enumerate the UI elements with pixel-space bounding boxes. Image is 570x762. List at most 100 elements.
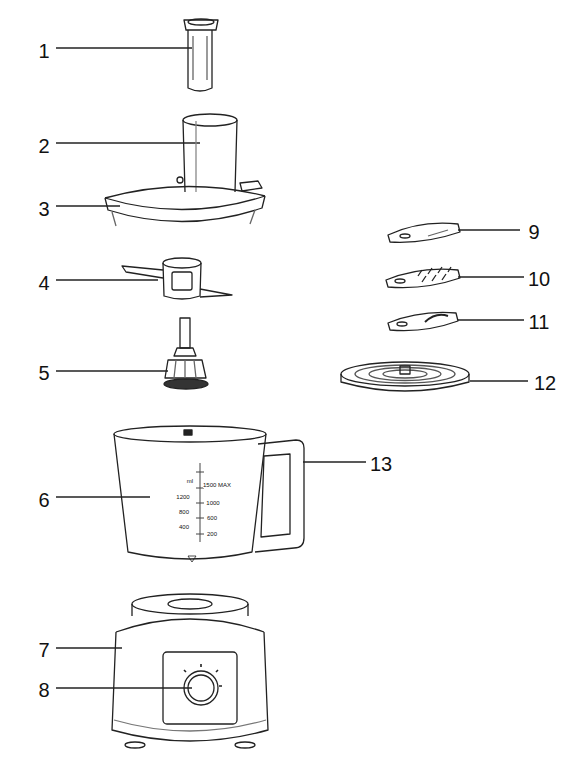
callout-number: 12 <box>534 373 556 393</box>
chopping-blade <box>163 263 201 299</box>
leader-lines <box>56 496 150 497</box>
motor-base <box>132 594 248 614</box>
callout-number: 7 <box>38 640 49 660</box>
leader-lines <box>458 229 520 230</box>
bowl <box>114 426 266 442</box>
slicing-disc <box>388 223 460 242</box>
shredding-disc <box>397 322 407 326</box>
scale-marking: 800 <box>179 509 189 515</box>
speed-dial <box>184 664 222 686</box>
callout-number: 8 <box>38 680 49 700</box>
callout-number: 3 <box>38 199 49 219</box>
chopping-blade <box>122 258 232 299</box>
speed-dial <box>188 675 214 701</box>
slicing-disc <box>400 234 410 238</box>
lid <box>105 196 265 210</box>
bowl <box>114 426 266 562</box>
scale-marking: ml <box>187 478 193 484</box>
motor-base <box>114 720 266 731</box>
chopping-blade <box>200 289 232 297</box>
pusher <box>188 30 212 91</box>
motor-base <box>163 652 237 724</box>
feed-tube <box>183 120 237 192</box>
grating-disc <box>386 269 460 287</box>
drive-coupler <box>174 348 196 356</box>
motor-base <box>235 742 255 748</box>
lid <box>177 177 183 183</box>
scale-marking: 200 <box>207 531 217 537</box>
leader-lines <box>56 370 168 371</box>
scale-marking: 400 <box>179 524 189 530</box>
shredding-disc <box>388 312 458 330</box>
bowl <box>114 434 266 559</box>
lid <box>105 177 265 226</box>
scale-marking: 1000 <box>206 500 219 506</box>
callout-number: 2 <box>38 136 49 156</box>
speed-dial <box>184 671 218 705</box>
pusher <box>188 19 214 25</box>
feed-tube <box>183 114 237 126</box>
leader-lines <box>303 461 366 462</box>
leader-lines <box>458 319 524 320</box>
drive-coupler <box>180 318 190 348</box>
scale-marking: 1200 <box>176 494 189 500</box>
feed-tube <box>183 114 237 192</box>
scale-marking: 1500 MAX <box>203 482 231 488</box>
lid <box>105 196 265 222</box>
slicing-disc <box>428 230 448 236</box>
drive-coupler <box>165 360 206 378</box>
leader-lines <box>56 279 158 280</box>
motor-base <box>168 599 212 609</box>
shredding-disc <box>425 315 448 322</box>
grating-disc <box>395 279 405 283</box>
emulsifying-disc <box>341 362 469 391</box>
bowl-handle <box>255 440 304 552</box>
slicing-disc <box>388 223 460 242</box>
motor-base <box>116 619 264 632</box>
motor-base <box>112 632 268 741</box>
chopping-blade <box>163 258 201 268</box>
pusher <box>184 20 218 30</box>
bowl-handle <box>261 454 290 537</box>
callout-number: 4 <box>38 273 49 293</box>
callout-number: 1 <box>38 41 49 61</box>
leader-lines <box>56 205 120 206</box>
leader-lines <box>56 47 192 48</box>
callout-number: 13 <box>370 454 392 474</box>
lid <box>240 181 262 191</box>
scale-marking: 600 <box>207 515 217 521</box>
grating-disc <box>386 267 460 288</box>
emulsifying-disc <box>400 366 410 374</box>
motor-base <box>125 742 145 748</box>
bowl-handle <box>255 440 304 552</box>
callout-number: 11 <box>529 312 550 332</box>
pusher <box>184 19 218 91</box>
callout-number: 5 <box>38 363 49 383</box>
motor-base <box>112 594 268 748</box>
motor-base <box>132 604 248 616</box>
callout-number: 10 <box>528 269 550 289</box>
emulsifying-disc <box>341 362 469 386</box>
leader-lines <box>56 647 122 648</box>
shredding-disc <box>388 312 458 330</box>
feed-tube <box>195 121 196 192</box>
callout-number: 9 <box>528 222 539 242</box>
leader-lines <box>56 48 528 688</box>
drive-coupler <box>164 318 208 389</box>
bowl <box>188 556 196 562</box>
pusher <box>193 36 207 80</box>
leader-lines <box>458 276 524 277</box>
lid <box>112 210 255 226</box>
leader-lines <box>56 687 192 688</box>
drive-coupler <box>174 360 196 378</box>
drive-coupler <box>164 379 208 389</box>
chopping-blade <box>122 266 163 278</box>
chopping-blade <box>172 272 192 290</box>
grating-disc <box>418 267 451 282</box>
speed-dial <box>184 664 222 705</box>
leader-lines <box>56 142 200 143</box>
emulsifying-disc <box>355 365 455 383</box>
leader-lines <box>470 380 528 381</box>
